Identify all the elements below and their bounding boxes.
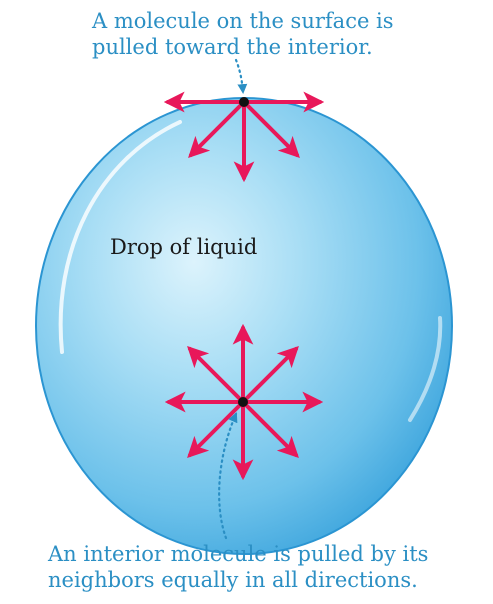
interior-arrow-down-left: [187, 400, 245, 458]
surface-arrow-down-right: [242, 100, 300, 158]
interior-caption-line-1: An interior molecule is pulled by its: [48, 542, 429, 566]
surface-caption-line-1: A molecule on the surface is: [92, 9, 394, 33]
drop-highlight-left: [58, 120, 182, 354]
interior-arrow-down-right: [241, 400, 299, 458]
surface-leader-line: [234, 58, 248, 94]
surface-molecule: [239, 97, 249, 107]
surface-arrow-down-left: [188, 100, 246, 158]
interior-leader-line: [218, 412, 238, 540]
surface-molecule-caption: A molecule on the surface is pulled towa…: [92, 8, 394, 60]
surface-caption-line-2: pulled toward the interior.: [92, 35, 373, 59]
drop-label: Drop of liquid: [110, 235, 258, 259]
interior-molecule-forces: [164, 323, 324, 481]
interior-molecule-caption: An interior molecule is pulled by its ne…: [48, 541, 428, 593]
interior-arrow-up-left: [187, 346, 245, 404]
interior-arrow-up-right: [241, 346, 299, 404]
drop-highlight-right: [408, 316, 443, 422]
surface-molecule-forces: [163, 91, 325, 183]
interior-caption-line-2: neighbors equally in all directions.: [48, 568, 418, 592]
interior-molecule: [238, 397, 248, 407]
